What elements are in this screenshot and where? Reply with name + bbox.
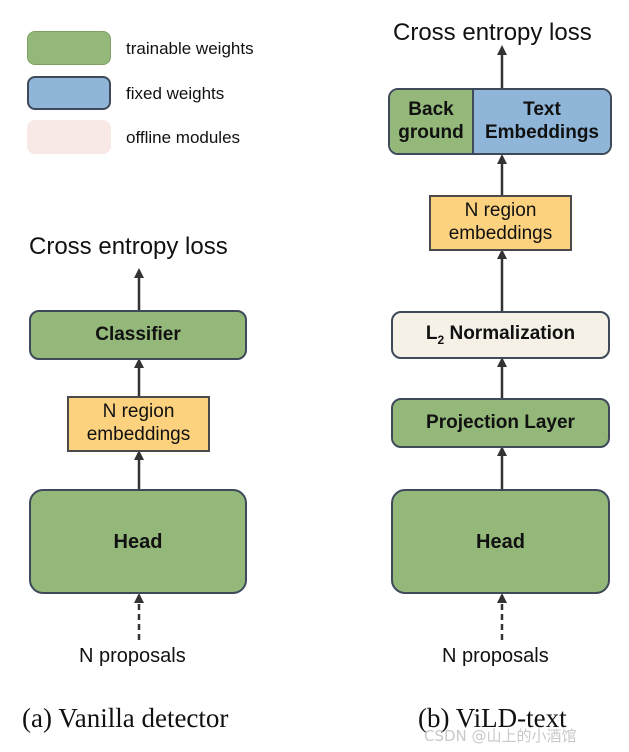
legend-swatch-trainable: [27, 31, 111, 65]
legend-label-fixed: fixed weights: [126, 84, 225, 103]
vanilla-embeddings-box: N region embeddings: [67, 396, 210, 452]
legend-label-offline: offline modules: [126, 128, 241, 147]
vild-scores-box: Back ground Text Embeddings: [388, 88, 612, 155]
vanilla-proposals-label: N proposals: [79, 645, 186, 667]
vild-text-embeddings-cell: Text Embeddings: [474, 90, 610, 153]
legend-label-trainable: trainable weights: [126, 39, 254, 58]
vild-normalization-label: L2 Normalization: [425, 322, 576, 347]
vanilla-loss-label: Cross entropy loss: [29, 233, 228, 260]
vanilla-head-box: Head: [29, 489, 247, 594]
vild-embeddings-box: N region embeddings: [429, 195, 572, 251]
vild-projection-box: Projection Layer: [391, 398, 610, 448]
vanilla-caption: (a) Vanilla detector: [22, 703, 229, 733]
vild-head-box: Head: [391, 489, 610, 594]
legend-swatch-fixed: [27, 76, 111, 110]
watermark-text: CSDN @山上的小酒馆: [424, 727, 577, 745]
vild-loss-label: Cross entropy loss: [393, 19, 592, 46]
vild-caption: (b) ViLD-text: [418, 703, 567, 733]
vild-background-cell: Back ground: [390, 90, 474, 153]
vild-normalization-box: L2 Normalization: [391, 311, 610, 359]
vanilla-classifier-box: Classifier: [29, 310, 247, 360]
vild-proposals-label: N proposals: [442, 645, 549, 667]
legend-swatch-offline: [27, 120, 111, 154]
